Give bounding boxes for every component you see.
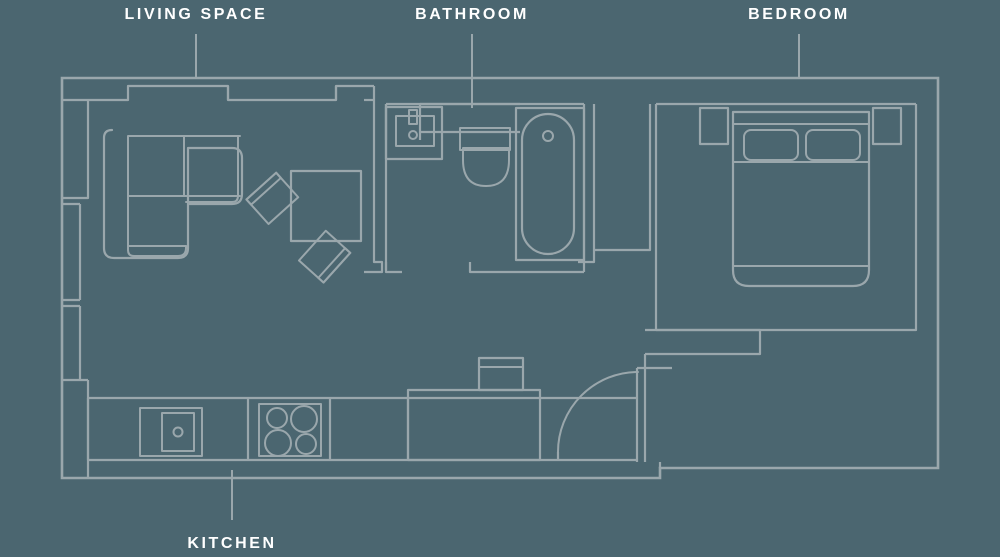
kitchen-island: [406, 356, 542, 462]
bathroom-bottom-wall: [468, 262, 584, 274]
hall-upper-block: [645, 328, 762, 356]
label-group-bathroom: BATHROOM: [415, 6, 529, 108]
bathroom-sink: [384, 105, 444, 161]
sofa-outer-body: [102, 128, 244, 260]
sink-drain-icon: [408, 130, 418, 140]
chair-bottom-back: [317, 247, 352, 284]
burner-bottom-left-icon: [264, 429, 292, 457]
toilet: [459, 127, 511, 187]
left-window-1: [62, 202, 82, 302]
bed-mattress: [731, 110, 871, 288]
bathroom-group: [384, 102, 586, 274]
bathtub-drain-icon: [542, 130, 554, 142]
kitchen-sink: [139, 407, 203, 457]
nightstand-right: [871, 106, 903, 146]
bedroom-right-wall: [656, 104, 918, 332]
window-band-top: [62, 84, 374, 102]
burner-bottom-right-icon: [295, 433, 317, 455]
dining-chair-left: [245, 171, 300, 226]
kitchen-sink-basin: [161, 412, 195, 452]
dining-chair-bottom: [297, 229, 352, 284]
bathroom-bottom-left-stub: [384, 262, 402, 274]
bathtub-enclosure: [514, 106, 586, 262]
window-mullions-top: [226, 86, 338, 100]
bathtub-basin: [520, 112, 576, 256]
dining-set: [245, 169, 363, 284]
burner-top-left-icon: [266, 407, 288, 429]
left-wall-seg-2: [62, 378, 90, 478]
bathtub: [514, 106, 586, 262]
partition-living-bath: [364, 86, 384, 274]
kitchen-sink-drain-icon: [172, 426, 184, 438]
toilet-tank: [459, 127, 511, 151]
sink-outer: [384, 105, 444, 161]
wardrobe-body: [592, 104, 652, 252]
nightstand-left: [698, 106, 730, 146]
chair-left-back: [245, 171, 282, 206]
wardrobe: [578, 104, 658, 330]
room-label-bathroom: BATHROOM: [415, 6, 529, 23]
dining-table: [289, 169, 363, 243]
sectional-sofa: [102, 128, 244, 260]
label-group-kitchen: KITCHEN: [187, 470, 276, 552]
bedroom-group: [656, 102, 918, 332]
cooktop: [258, 403, 322, 457]
pillow-right: [805, 129, 861, 161]
island-body: [406, 388, 542, 462]
burner-top-right-icon: [290, 405, 318, 433]
sink-basin: [395, 115, 435, 147]
left-window-2: [62, 304, 82, 380]
sofa-arm-edge: [185, 195, 239, 203]
chair-bottom-seat: [297, 229, 352, 284]
room-label-living-space: LIVING SPACE: [125, 6, 268, 23]
label-group-living-space: LIVING SPACE: [125, 6, 268, 78]
partition-wall-1: [364, 86, 384, 274]
hallway-group: [635, 328, 762, 468]
cooktop-body: [258, 403, 322, 457]
kitchen-sink-outer: [139, 407, 203, 457]
top-wall-windows: [62, 84, 374, 102]
entry-door: [556, 371, 639, 460]
toilet-bowl: [462, 147, 510, 187]
left-wall-seg-1: [62, 100, 90, 200]
wardrobe-return: [578, 250, 596, 264]
sofa-chaise-edge: [127, 245, 187, 257]
label-group-bedroom: BEDROOM: [748, 6, 850, 78]
room-label-kitchen: KITCHEN: [187, 535, 276, 552]
left-wall-windows: [62, 100, 90, 478]
kitchen-group: [88, 356, 637, 462]
door-swing-arc: [557, 371, 639, 453]
sink-faucet: [408, 109, 418, 125]
vanity-counter: [384, 102, 520, 140]
sofa-cushions: [127, 135, 241, 251]
island-appliance: [477, 356, 525, 392]
pillow-left: [743, 129, 799, 161]
room-label-bedroom: BEDROOM: [748, 6, 850, 23]
double-bed: [731, 110, 871, 288]
